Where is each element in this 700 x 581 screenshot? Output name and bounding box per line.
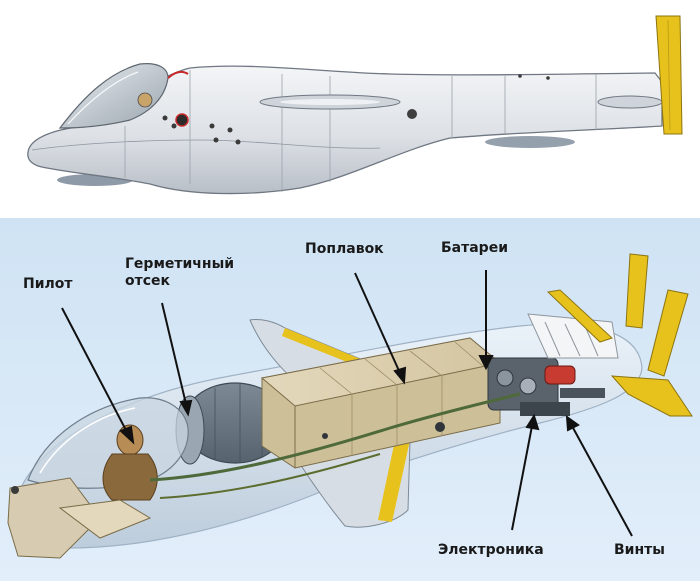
label-sealed-line1: Герметичный [125, 256, 235, 272]
label-batteries: Батареи [441, 240, 509, 256]
frame-rail [149, 392, 521, 482]
side-view-drawing [27, 15, 683, 195]
hatch-red [175, 113, 189, 127]
battery-red [544, 365, 576, 385]
upper-wing-edge [282, 328, 370, 368]
hull-side [27, 65, 663, 195]
pilot-head [137, 92, 153, 108]
leader-lines [61, 270, 633, 537]
label-sealed-line2: отсек [125, 273, 171, 289]
rear-fin-right [647, 289, 689, 377]
rear-fin-left [546, 289, 613, 343]
nose-section [7, 477, 101, 559]
rear-fin-bottom [610, 375, 693, 417]
rear-fin-top [625, 253, 649, 329]
cutaway-drawing [0, 218, 700, 581]
lower-wing-edge [378, 440, 410, 522]
label-pilot: Пилот [23, 276, 73, 292]
label-float: Поплавок [305, 241, 384, 257]
hull-port [435, 422, 445, 432]
side-view-panel [0, 0, 700, 213]
label-electronics: Электроника [438, 542, 544, 558]
side-tail [597, 95, 663, 109]
electronics-box [520, 402, 570, 416]
port-circle [407, 109, 417, 119]
cutaway-panel: Пилот Герметичный отсек Поплавок Батареи… [0, 218, 700, 581]
lower-pod-rear [485, 136, 575, 148]
label-propellers: Винты [614, 542, 665, 558]
